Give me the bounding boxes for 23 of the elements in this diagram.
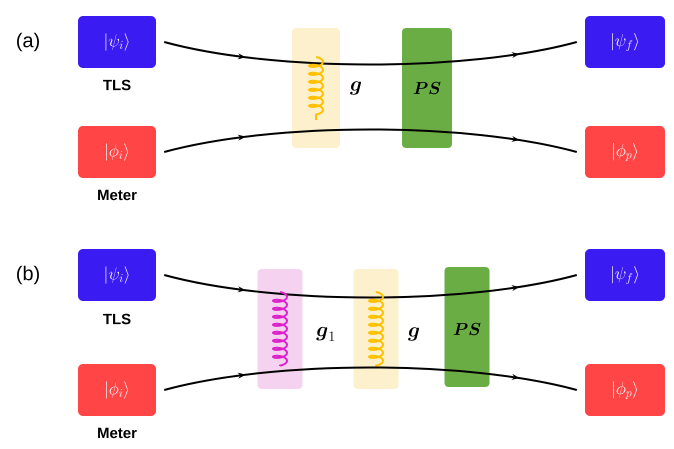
panel-label: (a) — [17, 32, 39, 52]
state-box: $|\psi_i\rangle$ — [78, 249, 156, 301]
coupling-label: $\boldsymbol{g}_1$ — [316, 326, 334, 341]
state-box: $|\psi_f\rangle$ — [585, 249, 665, 301]
state-box: $|\phi_i\rangle$ — [78, 364, 156, 416]
state-box: $|\phi_i\rangle$ — [78, 126, 156, 178]
state-box: $|\psi_i\rangle$ — [78, 16, 156, 68]
system-label: Meter — [98, 190, 137, 200]
arrow — [164, 274, 578, 298]
system-label: Meter — [98, 428, 137, 438]
coupling-label: $\boldsymbol{g}$ — [350, 81, 362, 95]
state-box: $|\phi_p\rangle$ — [585, 126, 665, 178]
system-label: TLS — [103, 314, 131, 324]
state-box: $|\psi_f\rangle$ — [585, 16, 665, 68]
coupling-label: $\boldsymbol{g}$ — [408, 327, 420, 341]
arrow — [164, 366, 578, 391]
phase-shift-label: $\boldsymbol{PS}$ — [454, 322, 480, 336]
state-box: $|\phi_p\rangle$ — [585, 364, 665, 416]
arrow — [164, 128, 578, 153]
phase-shift-label: $\boldsymbol{PS}$ — [414, 82, 440, 94]
system-label: TLS — [103, 80, 131, 90]
panel-label: (b) — [17, 266, 39, 284]
arrow — [164, 41, 578, 66]
